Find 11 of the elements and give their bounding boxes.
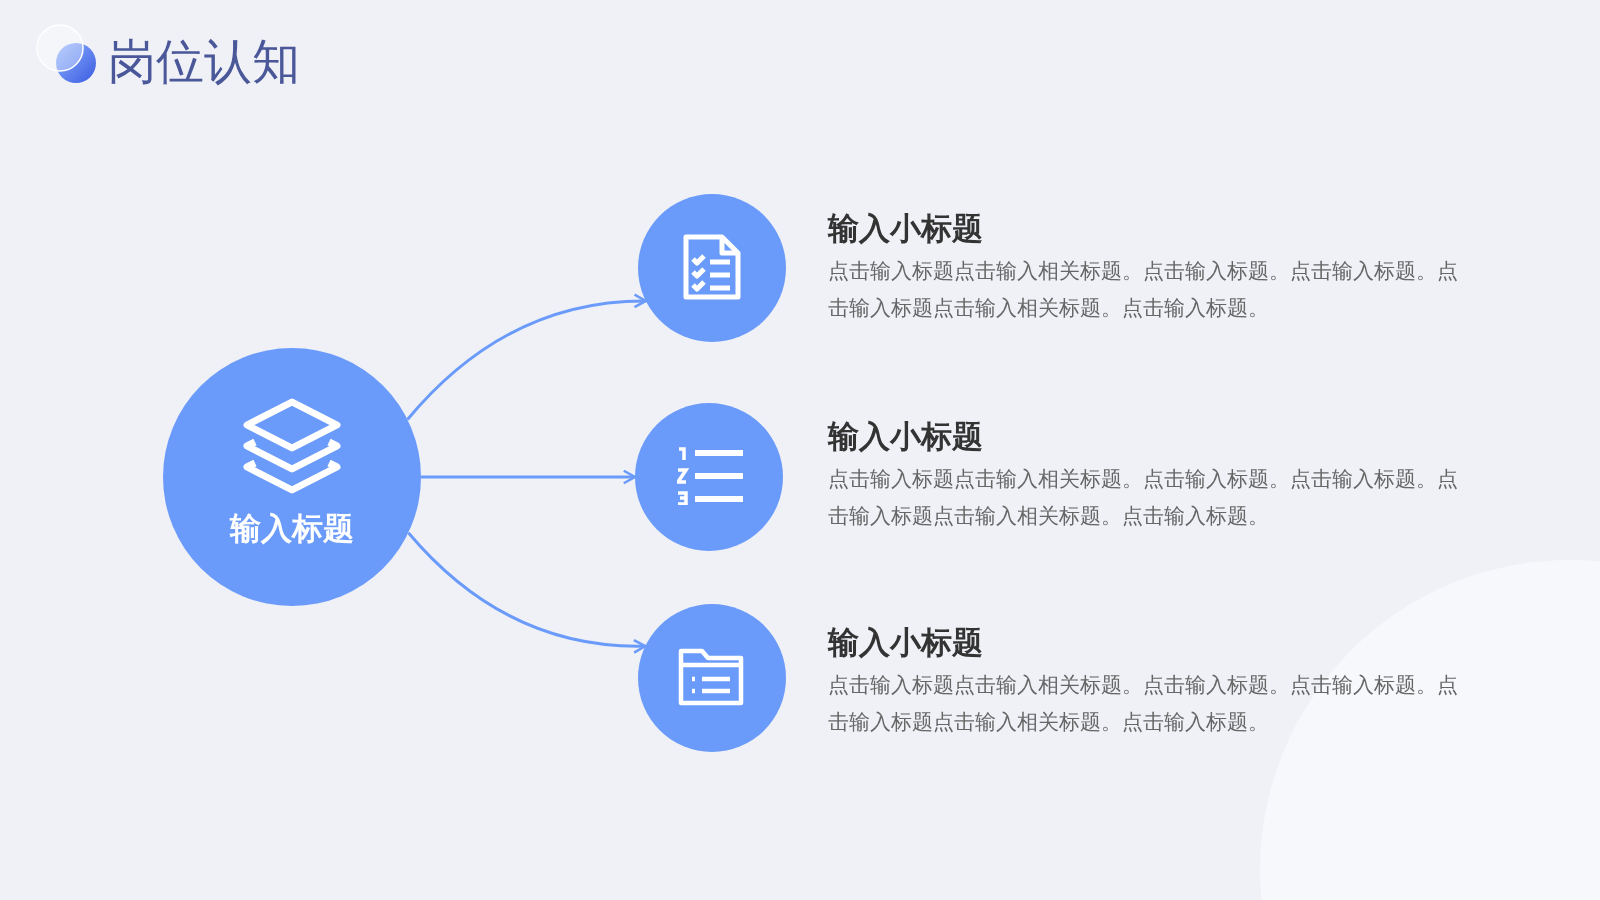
arrow — [421, 469, 637, 485]
description-text: 点击输入标题点击输入相关标题。点击输入标题。点击输入标题。点击输入标题点击输入相关标题。点击输入标题。 — [828, 672, 1459, 736]
arrow — [407, 531, 647, 654]
title: 岗位认知 — [108, 32, 300, 91]
description-text: 点击输入标题点击输入相关标题。点击输入标题。点击输入标题。点击输入标题点击输入相关标题。点击输入标题。 — [828, 466, 1459, 530]
description-text: 点击输入标题点击输入相关标题。点击输入标题。点击输入标题。点击输入标题点击输入相关标题。点击输入标题。 — [828, 258, 1459, 322]
subheading: 输入小标题 — [828, 623, 983, 662]
circle-label: 输入标题 — [228, 509, 355, 548]
arrow — [406, 293, 647, 421]
subheading: 输入小标题 — [828, 209, 983, 248]
subheading: 输入小标题 — [828, 417, 983, 456]
